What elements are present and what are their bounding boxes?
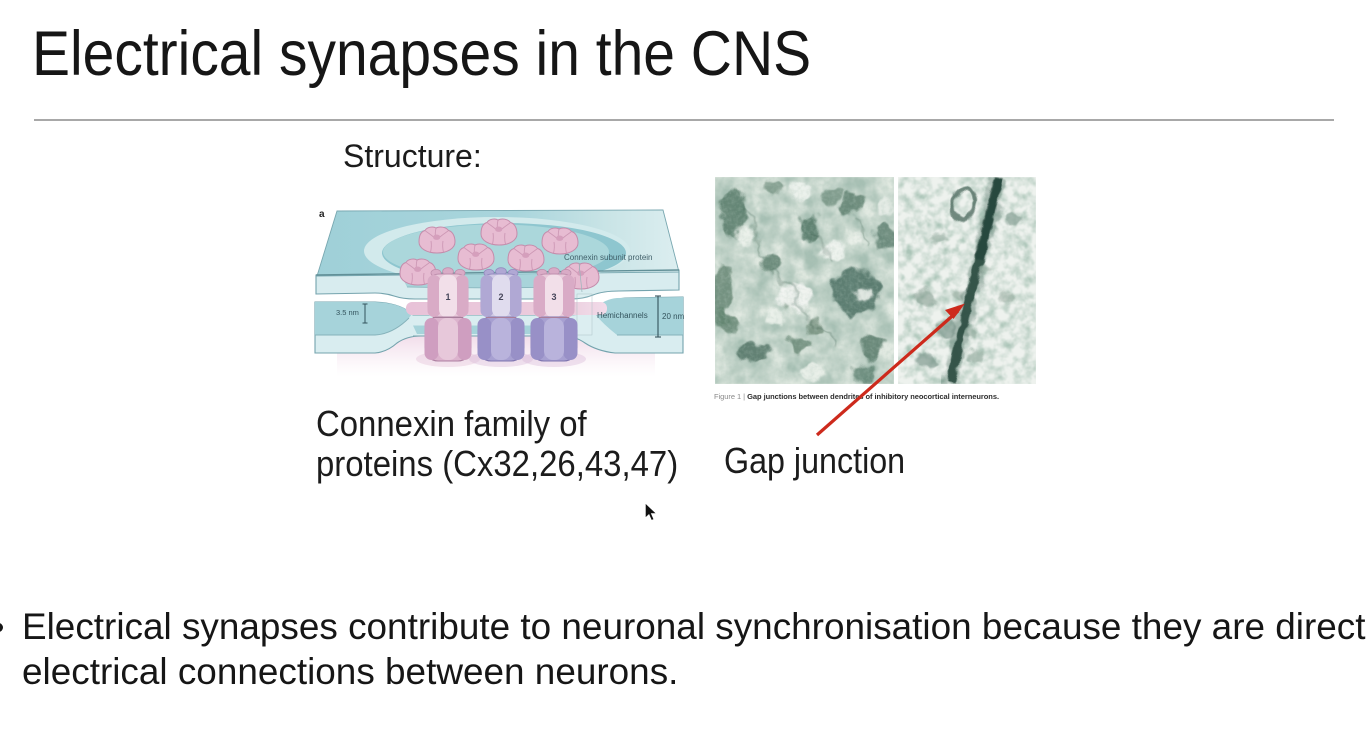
svg-text:a: a xyxy=(319,209,325,220)
svg-text:20 nm: 20 nm xyxy=(662,312,685,321)
svg-text:2: 2 xyxy=(498,292,503,302)
svg-text:Connexin subunit protein: Connexin subunit protein xyxy=(564,253,653,262)
svg-text:3.5 nm: 3.5 nm xyxy=(336,308,359,317)
svg-text:Hemichannels: Hemichannels xyxy=(597,311,648,320)
svg-text:3: 3 xyxy=(551,292,556,302)
svg-text:1: 1 xyxy=(445,292,450,302)
